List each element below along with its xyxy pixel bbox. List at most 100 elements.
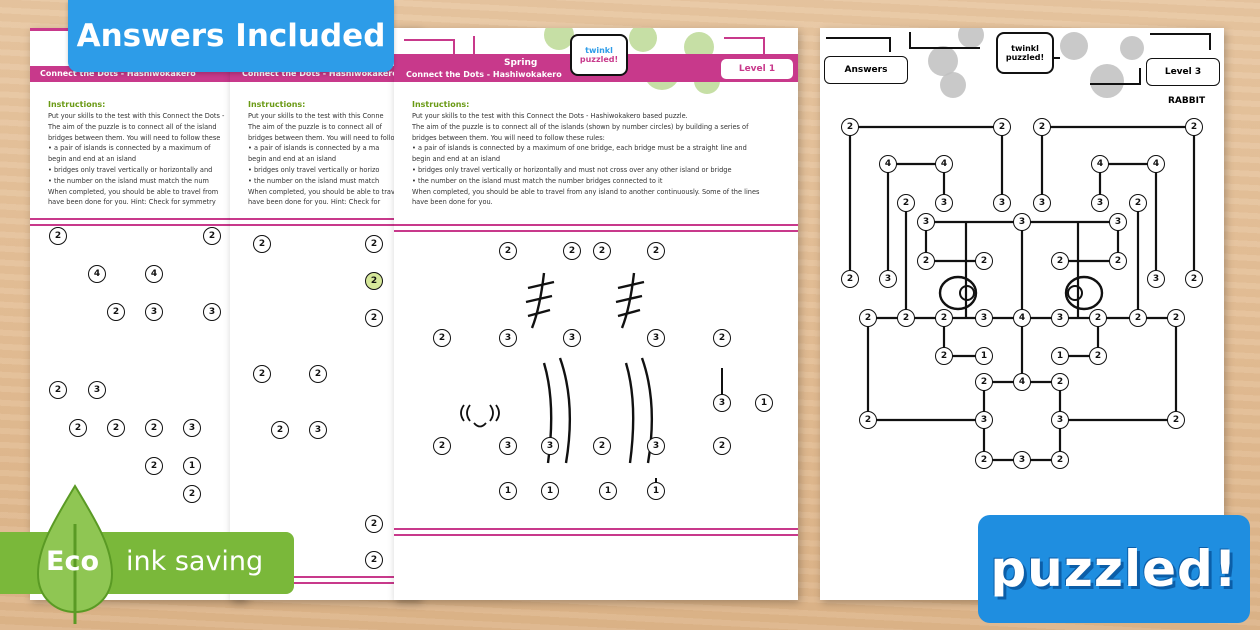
decor-bubble xyxy=(940,72,966,98)
spring-drawing xyxy=(460,272,723,498)
sheet-header: Connect the Dots - Hashiwokakero xyxy=(40,69,196,78)
ink-saving-label: ink saving xyxy=(126,546,264,577)
island-node: 3 xyxy=(1033,194,1051,212)
island-node: 2 xyxy=(145,419,163,437)
eco-ink-saving-badge: Eco ink saving xyxy=(0,484,294,624)
instructions-title: Instructions: xyxy=(48,100,106,109)
rabbit-eyes xyxy=(938,275,1104,311)
island-node: 1 xyxy=(599,482,617,500)
divider xyxy=(30,218,246,220)
island-node: 2 xyxy=(593,437,611,455)
island-node: 3 xyxy=(1051,411,1069,429)
decor-bubble xyxy=(1120,36,1144,60)
island-node: 4 xyxy=(1091,155,1109,173)
island-node: 3 xyxy=(183,419,201,437)
island-node: 2 xyxy=(917,252,935,270)
island-node: 3 xyxy=(879,270,897,288)
island-node: 2 xyxy=(271,421,289,439)
island-node: 2 xyxy=(107,419,125,437)
island-node: 3 xyxy=(1109,213,1127,231)
island-node: 2 xyxy=(253,235,271,253)
island-node: 3 xyxy=(309,421,327,439)
island-node: 2 xyxy=(841,270,859,288)
island-node: 1 xyxy=(1051,347,1069,365)
divider xyxy=(394,528,798,530)
divider xyxy=(230,218,420,220)
island-node: 2 xyxy=(1129,194,1147,212)
instructions-title: Instructions: xyxy=(248,100,306,109)
island-node: 2 xyxy=(1089,347,1107,365)
island-node: 3 xyxy=(713,394,731,412)
island-node: 3 xyxy=(647,437,665,455)
island-node: 4 xyxy=(935,155,953,173)
island-node: 2 xyxy=(1051,451,1069,469)
decor-bubble xyxy=(1090,64,1124,98)
island-node: 3 xyxy=(975,411,993,429)
island-node: 2 xyxy=(365,272,383,290)
instructions-text: Put your skills to the test with this Co… xyxy=(48,112,225,207)
island-node: 1 xyxy=(183,457,201,475)
decor-bubble xyxy=(928,46,958,76)
logo-text-top: twinkl xyxy=(585,46,613,55)
island-node: 3 xyxy=(1147,270,1165,288)
answers-tab: Answers xyxy=(824,56,908,84)
divider xyxy=(30,224,246,226)
island-node: 4 xyxy=(88,265,106,283)
decor-bubble xyxy=(1060,32,1088,60)
island-node: 2 xyxy=(975,252,993,270)
island-node: 1 xyxy=(499,482,517,500)
island-node: 3 xyxy=(1051,309,1069,327)
island-node: 2 xyxy=(841,118,859,136)
island-node: 4 xyxy=(1013,373,1031,391)
level-badge: Level 3 xyxy=(1146,58,1220,86)
divider xyxy=(230,224,420,226)
island-node: 2 xyxy=(1167,411,1185,429)
worksheet-spring: Spring Connect the Dots - Hashiwokakero … xyxy=(394,28,798,600)
eco-label: Eco xyxy=(46,546,99,577)
island-node: 3 xyxy=(993,194,1011,212)
worksheet-answers: Answers Level 3 twinkl puzzled! RABBIT 2… xyxy=(820,28,1224,600)
answers-included-banner: Answers Included xyxy=(68,0,394,72)
island-node: 3 xyxy=(145,303,163,321)
island-node: 3 xyxy=(541,437,559,455)
island-node: 4 xyxy=(879,155,897,173)
logo-text-bottom: puzzled! xyxy=(1005,53,1045,62)
island-node: 2 xyxy=(713,437,731,455)
island-node: 2 xyxy=(975,451,993,469)
island-node: 2 xyxy=(1033,118,1051,136)
island-node: 2 xyxy=(433,437,451,455)
island-node: 4 xyxy=(1013,309,1031,327)
leaf-icon xyxy=(36,484,114,624)
island-node: 2 xyxy=(365,235,383,253)
island-node: 2 xyxy=(935,347,953,365)
island-node: 2 xyxy=(365,515,383,533)
puzzled-logo: puzzled! xyxy=(978,515,1250,623)
island-node: 2 xyxy=(647,242,665,260)
island-node: 2 xyxy=(1129,309,1147,327)
island-node: 2 xyxy=(183,485,201,503)
island-node: 2 xyxy=(975,373,993,391)
sheet-header: Connect the Dots - Hashiwokakero xyxy=(242,69,398,78)
island-node: 2 xyxy=(859,309,877,327)
island-node: 2 xyxy=(1089,309,1107,327)
island-node: 3 xyxy=(499,437,517,455)
island-node: 2 xyxy=(253,365,271,383)
island-node: 3 xyxy=(917,213,935,231)
island-node: 2 xyxy=(203,227,221,245)
island-node: 2 xyxy=(1051,373,1069,391)
twinkl-logo: twinkl puzzled! xyxy=(996,32,1054,74)
island-node: 2 xyxy=(145,457,163,475)
island-node: 2 xyxy=(69,419,87,437)
island-node: 3 xyxy=(1013,213,1031,231)
sheet-header: Connect the Dots - Hashiwokakero xyxy=(406,70,562,79)
divider xyxy=(394,534,798,536)
island-node: 3 xyxy=(1091,194,1109,212)
island-node: 2 xyxy=(499,242,517,260)
island-node: 2 xyxy=(897,194,915,212)
island-node: 3 xyxy=(975,309,993,327)
logo-text-top: twinkl xyxy=(1011,44,1039,53)
decor-bubble xyxy=(958,28,984,48)
island-node: 2 xyxy=(107,303,125,321)
island-node: 2 xyxy=(49,381,67,399)
divider xyxy=(394,224,798,226)
